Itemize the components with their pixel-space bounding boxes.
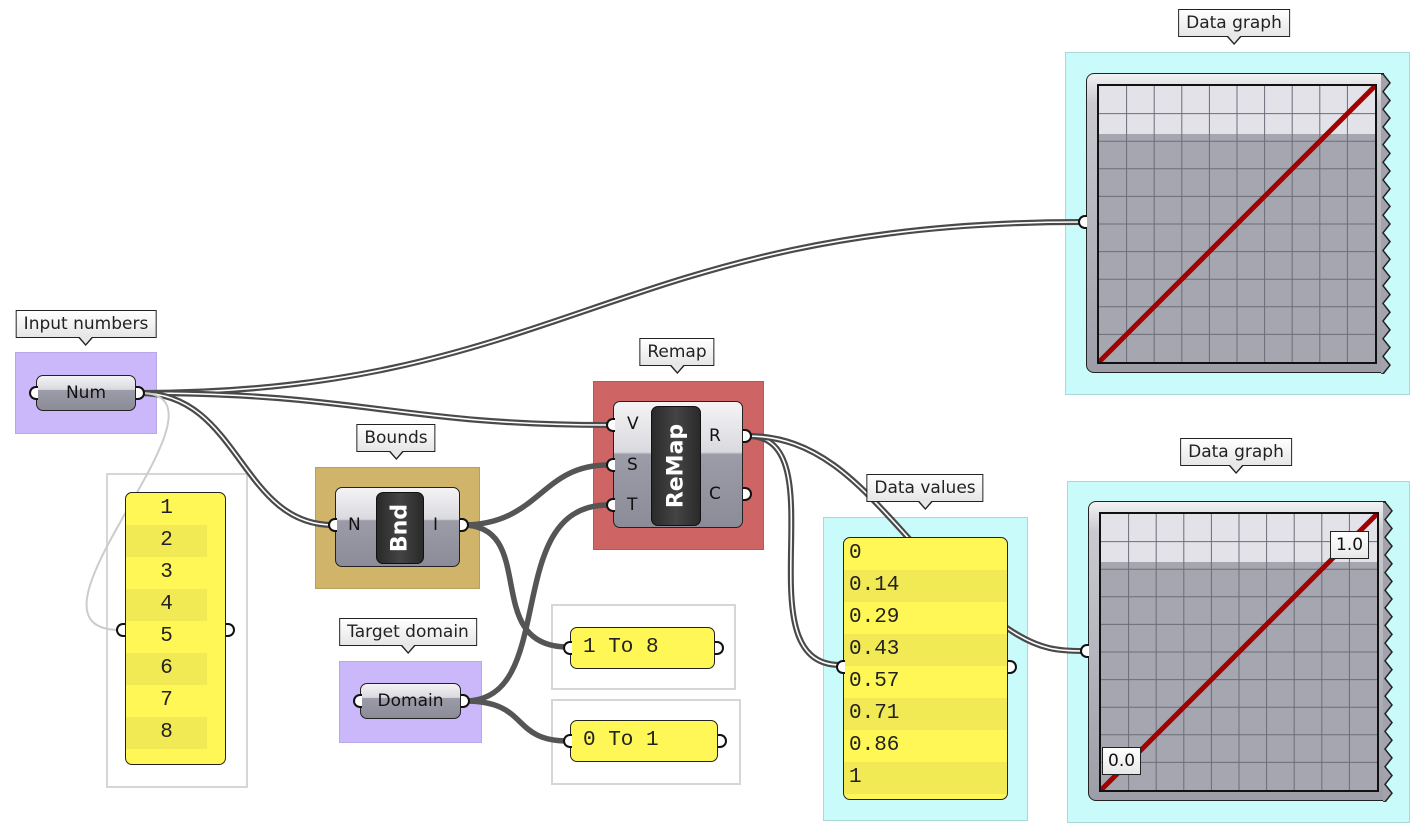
data-graph-top-label: Data graph <box>1178 9 1290 45</box>
panel-row: 0.86 <box>849 734 900 757</box>
panel-row: 0.71 <box>844 698 1007 730</box>
remap-input-t-label: T <box>627 495 638 515</box>
graph-top-curve <box>1099 86 1375 362</box>
wire-bounds-to-remap-s <box>459 462 611 528</box>
panel-row: 4 <box>126 589 207 621</box>
bounds-output-i-label: I <box>433 515 439 535</box>
panel-row: 5 <box>160 625 173 648</box>
bounds-label: Bounds <box>356 424 436 460</box>
panel-row: 3 <box>160 561 173 584</box>
remap-nickname: ReMap <box>663 423 689 509</box>
remap-t-grip[interactable] <box>606 498 615 512</box>
bounds-result-input-grip[interactable] <box>563 641 572 655</box>
domain-input-grip[interactable] <box>353 694 362 708</box>
target-result-input-grip[interactable] <box>563 734 572 748</box>
bounds-input-n-label: N <box>348 515 361 535</box>
bounds-n-grip[interactable] <box>328 518 337 532</box>
graph-top-input-grip[interactable] <box>1078 215 1087 229</box>
data-graph-top[interactable] <box>1086 73 1391 374</box>
bounds-result-output-grip[interactable] <box>715 641 724 655</box>
panel-row: 2 <box>126 525 207 557</box>
bounds-nickname-core: Bnd <box>376 492 424 564</box>
data-graph-bottom[interactable]: 1.0 0.0 <box>1088 501 1393 802</box>
panel-row: 0 <box>849 542 862 565</box>
data-values-label: Data values <box>866 474 984 510</box>
target-domain-label: Target domain <box>339 618 477 654</box>
data-values-input-grip[interactable] <box>836 660 845 674</box>
num-input-grip[interactable] <box>29 386 38 400</box>
panel-row: 1 <box>160 497 173 520</box>
graph-max-label: 1.0 <box>1330 531 1370 559</box>
panel-row: 7 <box>160 689 173 712</box>
panel-row: 8 <box>126 717 207 749</box>
num-param[interactable]: Num <box>36 375 136 411</box>
panel-row: 1 <box>844 762 1007 794</box>
graph-bottom-zigzag-edge <box>1383 502 1393 802</box>
bounds-result-value: 1 To 8 <box>583 636 659 659</box>
panel-row: 0.57 <box>849 670 900 693</box>
panel-row: 0.29 <box>849 606 900 629</box>
bounds-component[interactable]: N Bnd I <box>335 487 460 567</box>
bounds-nickname: Bnd <box>387 503 413 553</box>
remap-label: Remap <box>639 338 715 374</box>
bounds-result-panel[interactable]: 1 To 8 <box>570 627 715 669</box>
remap-s-grip[interactable] <box>606 458 615 472</box>
wire-num-to-graph-top <box>137 219 1083 396</box>
graph-bottom-plot <box>1099 512 1379 792</box>
domain-param-label: Domain <box>377 691 444 711</box>
remap-component[interactable]: V S T ReMap R C <box>613 401 743 528</box>
wire-num-to-remap-v <box>137 390 611 428</box>
graph-bottom-curve <box>1101 514 1377 790</box>
remap-nickname-core: ReMap <box>651 406 701 526</box>
graph-top-svg <box>1099 86 1375 362</box>
data-values-output-grip[interactable] <box>1008 660 1017 674</box>
input-list-panel[interactable]: 1 2 3 4 5 6 7 8 <box>125 492 226 765</box>
input-numbers-label: Input numbers <box>15 310 157 346</box>
panel-row: 6 <box>126 653 207 685</box>
remap-v-grip[interactable] <box>606 418 615 432</box>
graph-top-zigzag-edge <box>1381 74 1391 374</box>
data-values-panel[interactable]: 0 0.14 0.29 0.43 0.57 0.71 0.86 1 <box>843 537 1008 800</box>
remap-output-r-label: R <box>709 426 721 446</box>
domain-param[interactable]: Domain <box>360 683 461 719</box>
graph-min-label: 0.0 <box>1102 747 1142 775</box>
remap-input-s-label: S <box>627 455 638 475</box>
input-list-output-grip[interactable] <box>226 623 235 637</box>
panel-row: 0.14 <box>844 570 1007 602</box>
num-param-label: Num <box>65 383 107 403</box>
graph-bottom-input-grip[interactable] <box>1080 644 1089 658</box>
target-result-output-grip[interactable] <box>718 734 727 748</box>
graph-top-plot <box>1097 84 1377 364</box>
data-graph-bottom-label: Data graph <box>1180 438 1292 474</box>
target-result-panel[interactable]: 0 To 1 <box>570 720 718 762</box>
remap-output-c-label: C <box>709 484 721 504</box>
panel-row: 0.43 <box>844 634 1007 666</box>
target-result-value: 0 To 1 <box>583 729 659 752</box>
remap-input-v-label: V <box>627 414 639 434</box>
input-list-input-grip[interactable] <box>116 623 125 637</box>
